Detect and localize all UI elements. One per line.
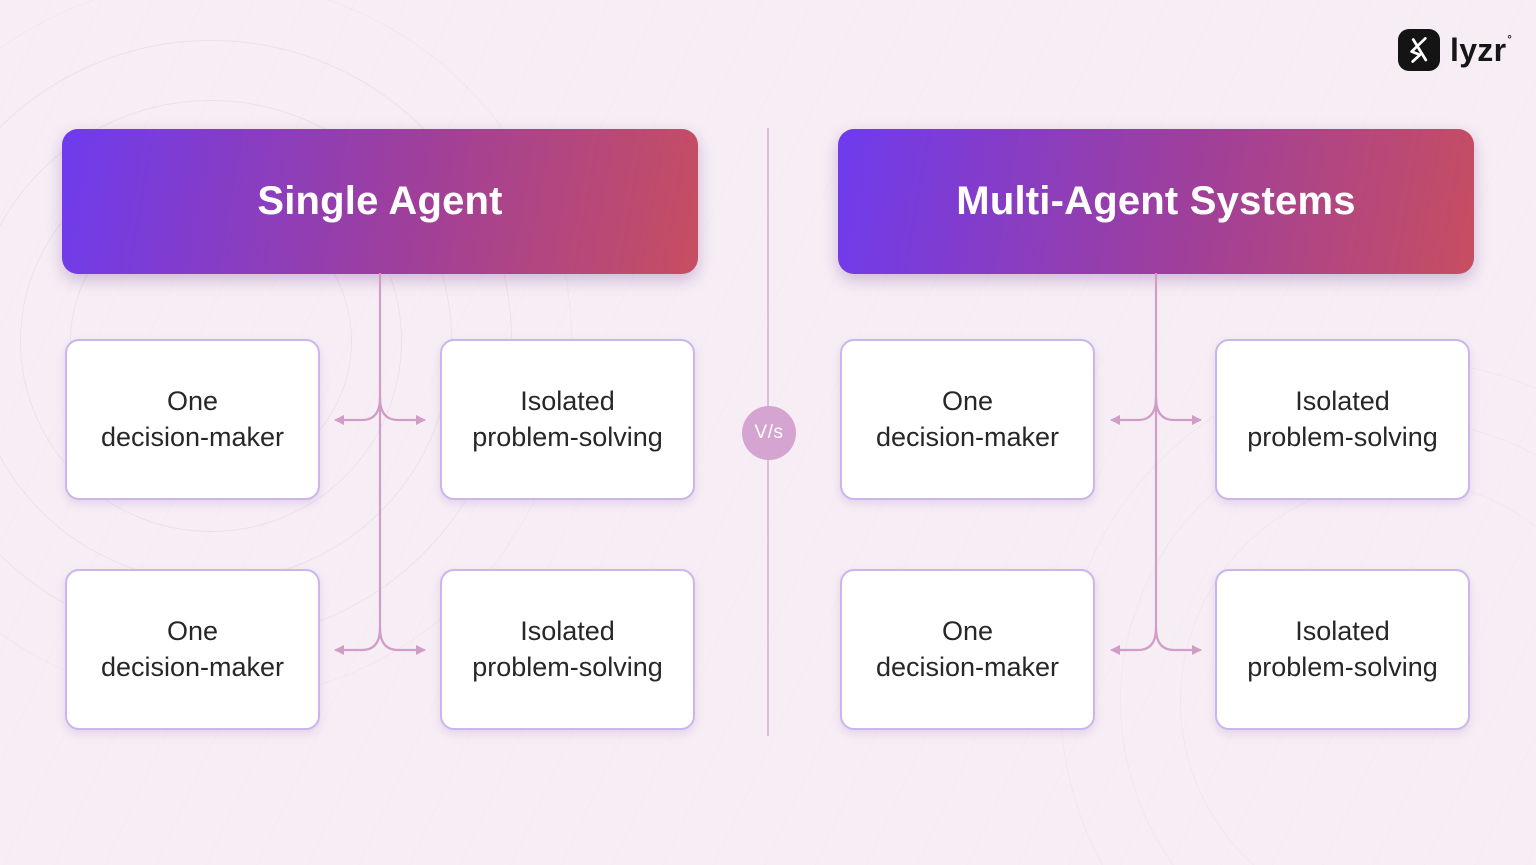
card-text-line: problem-solving: [472, 421, 663, 452]
card-single-decision-maker-1: One decision-maker: [65, 339, 320, 500]
card-text-line: Isolated: [1295, 385, 1390, 416]
card-text-line: problem-solving: [1247, 421, 1438, 452]
card-single-decision-maker-2: One decision-maker: [65, 569, 320, 730]
card-text-line: One: [166, 615, 219, 646]
vs-badge: V/s: [742, 406, 796, 460]
card-text-line: decision-maker: [875, 651, 1060, 682]
single-agent-connector-arrows: [334, 272, 426, 655]
card-text-line: Isolated: [520, 385, 615, 416]
multi-agent-header: Multi-Agent Systems: [838, 129, 1474, 274]
card-text-line: decision-maker: [100, 651, 285, 682]
card-text-line: Isolated: [1295, 615, 1390, 646]
single-agent-header: Single Agent: [62, 129, 698, 274]
lyzr-trademark: °: [1507, 34, 1513, 46]
multi-agent-connector-arrows: [1110, 272, 1202, 655]
card-text-line: problem-solving: [472, 651, 663, 682]
card-text-line: Isolated: [520, 615, 615, 646]
card-text-line: decision-maker: [100, 421, 285, 452]
card-text-line: One: [166, 385, 219, 416]
vs-badge-label: V/s: [754, 422, 784, 443]
card-text-line: problem-solving: [1247, 651, 1438, 682]
card-multi-decision-maker-1: One decision-maker: [840, 339, 1095, 500]
single-agent-title: Single Agent: [257, 179, 503, 223]
card-single-isolated-2: Isolated problem-solving: [440, 569, 695, 730]
lyzr-logo: lyzr °: [1398, 29, 1512, 71]
card-single-isolated-1: Isolated problem-solving: [440, 339, 695, 500]
card-multi-decision-maker-2: One decision-maker: [840, 569, 1095, 730]
lyzr-brand-text: lyzr: [1450, 32, 1507, 68]
card-text-line: decision-maker: [875, 421, 1060, 452]
card-multi-isolated-2: Isolated problem-solving: [1215, 569, 1470, 730]
card-text-line: One: [941, 615, 994, 646]
multi-agent-title: Multi-Agent Systems: [956, 179, 1356, 223]
lyzr-wordmark: lyzr °: [1450, 34, 1512, 66]
card-text-line: One: [941, 385, 994, 416]
lyzr-knot-icon: [1398, 29, 1440, 71]
card-multi-isolated-1: Isolated problem-solving: [1215, 339, 1470, 500]
